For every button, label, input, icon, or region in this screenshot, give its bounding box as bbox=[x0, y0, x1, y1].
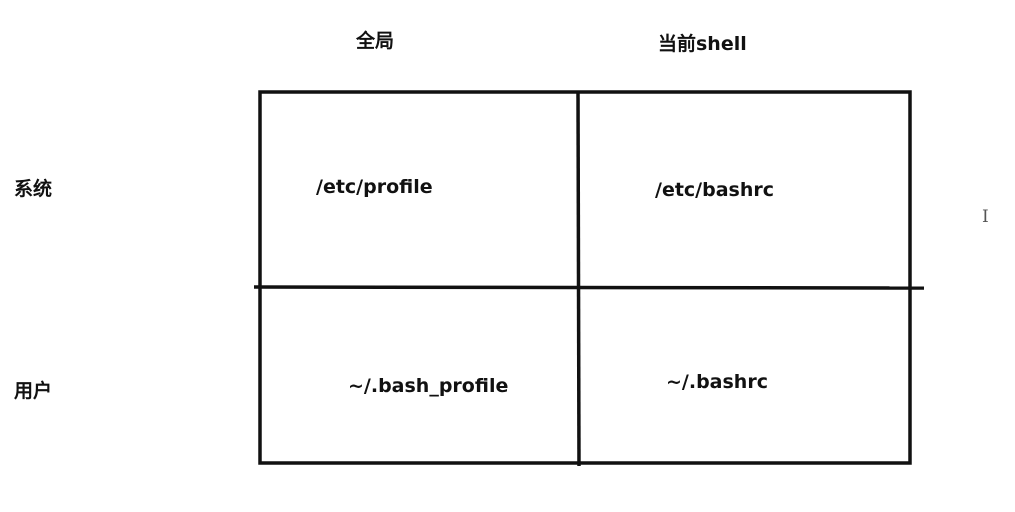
cell-user-shell: ~/.bashrc bbox=[666, 371, 768, 393]
cell-system-shell: /etc/bashrc bbox=[655, 179, 775, 201]
row-header-system: 系统 bbox=[14, 178, 53, 200]
row-header-user: 用户 bbox=[14, 380, 53, 402]
column-header-current-shell: 当前shell bbox=[658, 33, 747, 55]
column-header-global: 全局 bbox=[356, 30, 395, 52]
cell-user-global: ~/.bash_profile bbox=[348, 375, 509, 397]
table-border bbox=[258, 90, 912, 465]
vertical-divider bbox=[576, 91, 581, 467]
horizontal-divider bbox=[253, 285, 925, 290]
text-cursor-icon: I bbox=[982, 207, 989, 227]
cell-system-global: /etc/profile bbox=[316, 176, 433, 198]
